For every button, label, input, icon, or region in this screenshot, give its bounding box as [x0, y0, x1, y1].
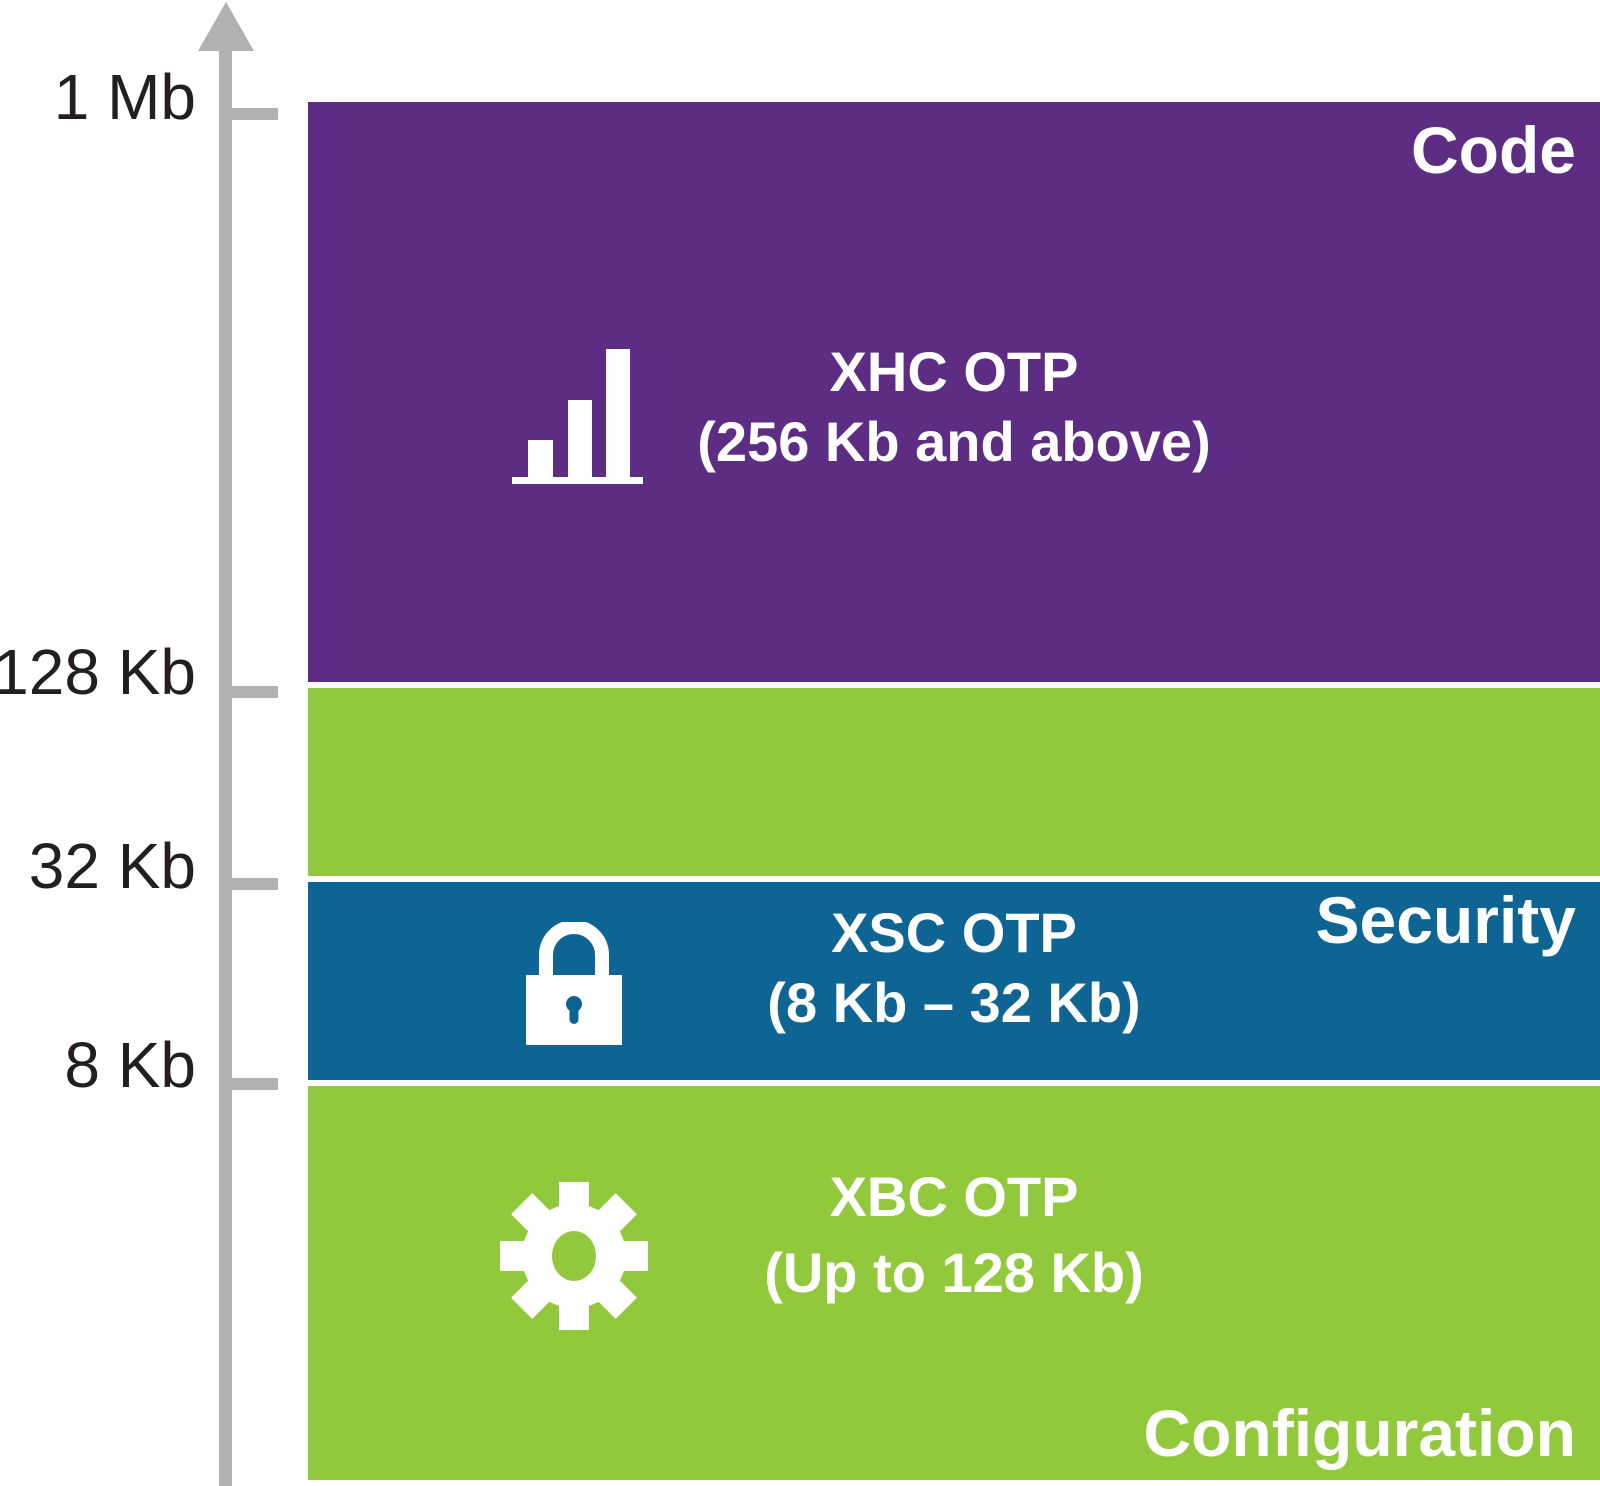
configuration-upper-range-block	[308, 688, 1600, 876]
xbc-otp-subtitle: (Up to 128 Kb)	[764, 1241, 1144, 1304]
axis-label-32kb: 32 Kb	[28, 830, 196, 902]
xhc-otp-subtitle: (256 Kb and above)	[697, 410, 1211, 473]
axis-label-128kb: 128 Kb	[0, 636, 196, 708]
axis-tick-1mb	[230, 108, 278, 120]
xsc-otp-title: XSC OTP	[831, 901, 1077, 964]
security-category-label: Security	[1315, 883, 1576, 957]
axis-label-8kb: 8 Kb	[64, 1029, 196, 1101]
axis-tick-32kb	[230, 878, 278, 890]
configuration-lower-range-block	[308, 1086, 1600, 1480]
gear-icon	[500, 1182, 648, 1330]
security-range-block	[308, 882, 1600, 1080]
axis-tick-8kb	[230, 1078, 278, 1090]
code-range-block	[308, 102, 1600, 682]
xhc-otp-title: XHC OTP	[829, 340, 1079, 403]
configuration-category-label: Configuration	[1143, 1396, 1576, 1470]
axis-tick-128kb	[230, 686, 278, 698]
code-category-label: Code	[1411, 113, 1576, 187]
xbc-otp-title: XBC OTP	[829, 1165, 1079, 1228]
axis-label-1mb: 1 Mb	[53, 61, 196, 133]
lock-icon	[524, 922, 624, 1045]
bar-chart-icon	[512, 349, 643, 484]
xsc-otp-subtitle: (8 Kb – 32 Kb)	[767, 971, 1141, 1034]
axis-shaft	[219, 40, 232, 1486]
